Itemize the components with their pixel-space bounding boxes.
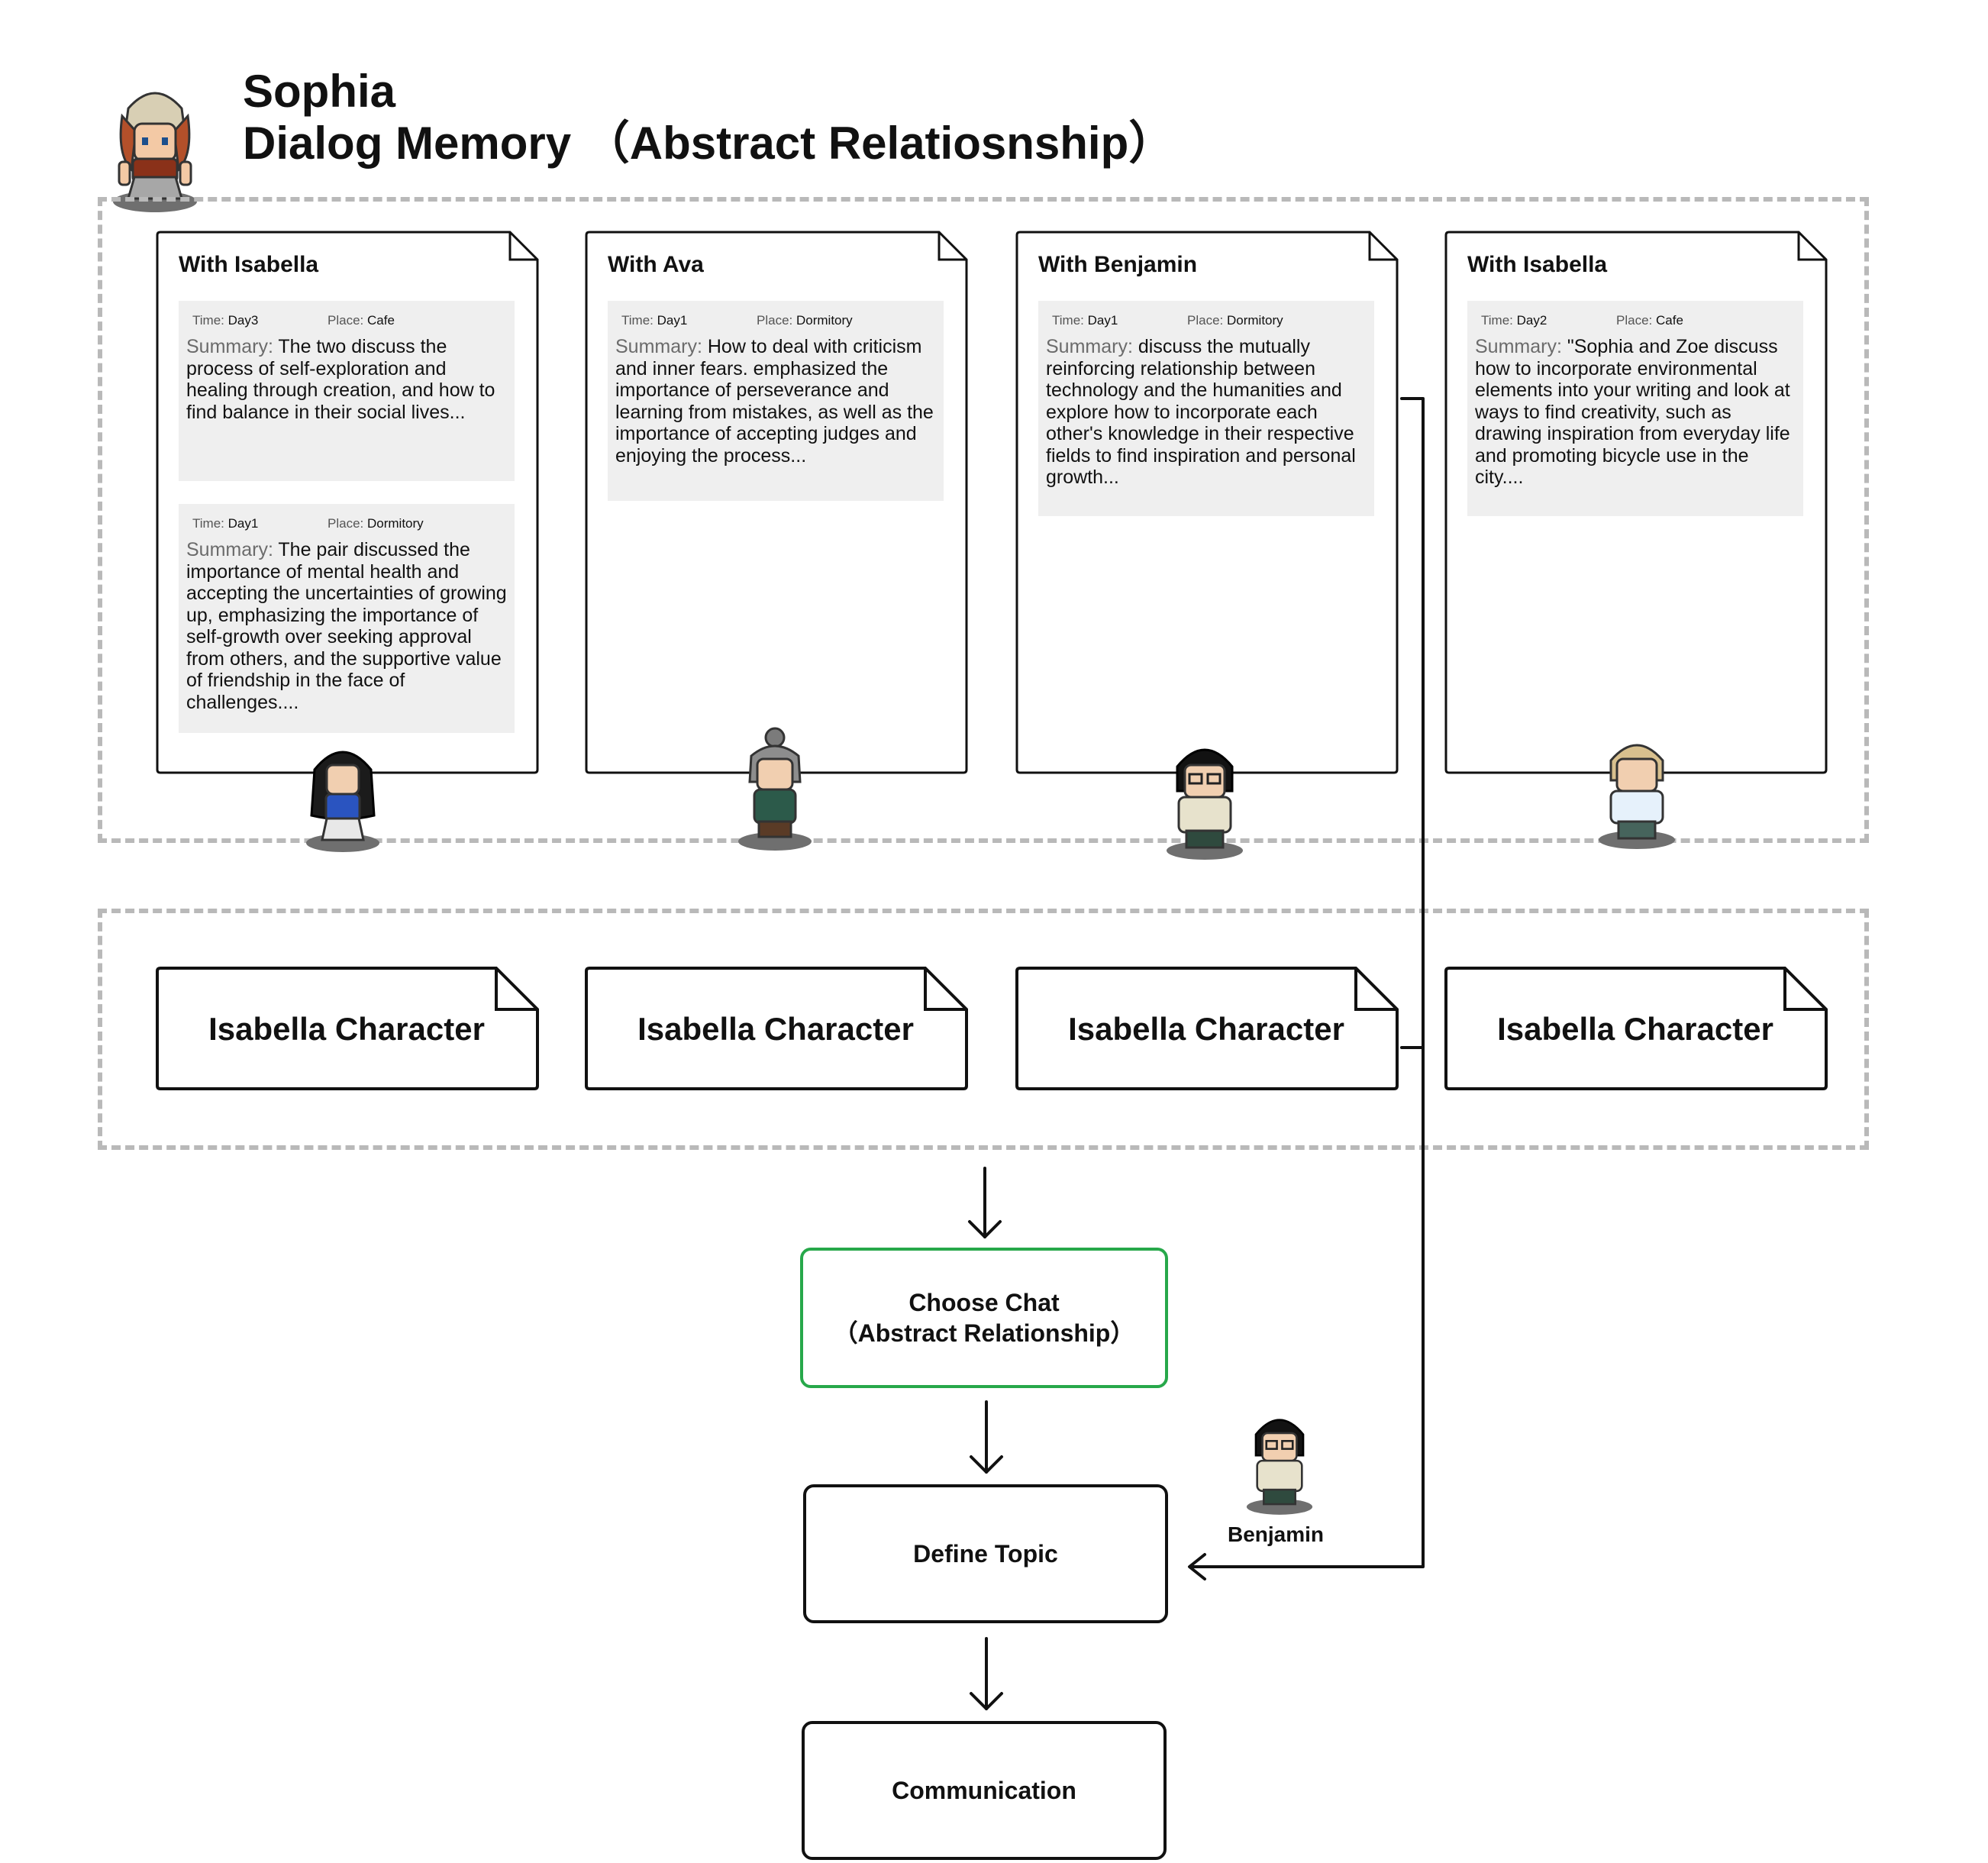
communication-box: Communication — [802, 1721, 1167, 1860]
character-card-label: Isabella Character — [637, 1011, 914, 1047]
summary-label: Summary: — [1046, 336, 1133, 357]
isabella-2-avatar — [1599, 744, 1675, 849]
character-card-label: Isabella Character — [208, 1011, 485, 1047]
character-card: Isabella Character — [156, 967, 539, 1092]
summary-text: The pair discussed the importance of men… — [186, 539, 507, 713]
place-label: Place: — [1187, 313, 1224, 328]
document-frame-icon — [1015, 967, 1399, 1090]
memory-card-isabella-2: With Isabella Time: Day2 Place: Cafe Sum… — [1444, 231, 1828, 774]
summary-label: Summary: — [186, 539, 273, 560]
time-value: Day3 — [228, 313, 259, 328]
place-value: Dormitory — [1226, 313, 1283, 328]
define-topic-box: Define Topic — [803, 1484, 1168, 1623]
time-label: Time: — [1052, 313, 1084, 328]
memory-entry: Time: Day1 Place: Dormitory Summary: The… — [179, 504, 515, 733]
memory-card-title: With Ava — [608, 252, 704, 277]
define-topic-label: Define Topic — [913, 1540, 1058, 1568]
memory-card-title: With Benjamin — [1038, 252, 1198, 277]
summary-text: The two discuss the process of self-expl… — [186, 336, 495, 423]
document-frame-icon — [585, 967, 968, 1090]
choose-chat-label: Choose Chat — [908, 1289, 1060, 1316]
character-name: Sophia — [243, 66, 396, 117]
dialog-memory-group — [98, 197, 1869, 843]
summary-text: "Sophia and Zoe discuss how to incorpora… — [1475, 336, 1790, 488]
place-label: Place: — [1616, 313, 1653, 328]
benjamin-partner-avatar — [1246, 1419, 1313, 1515]
memory-card-title: With Isabella — [179, 252, 319, 277]
memory-card-isabella: With Isabella Time: Day3 Place: Cafe Sum… — [156, 231, 539, 774]
sophia-avatar — [113, 92, 197, 212]
place-value: Cafe — [366, 313, 395, 328]
character-card-label: Isabella Character — [1497, 1011, 1773, 1047]
time-value: Day1 — [1087, 313, 1118, 328]
place-value: Dormitory — [796, 313, 853, 328]
diagram-title: Dialog Memory （Abstract Relatiosnship） — [243, 118, 1175, 169]
communication-label: Communication — [892, 1777, 1076, 1804]
benjamin-avatar — [1167, 748, 1243, 860]
arrowhead-to-define-topic — [1188, 1553, 1206, 1580]
time-label: Time: — [621, 313, 654, 328]
time-value: Day1 — [228, 516, 259, 531]
summary-label: Summary: — [1475, 336, 1562, 357]
summary-text: How to deal with criticism and inner fea… — [615, 336, 934, 467]
memory-card-ava: With Ava Time: Day1 Place: Dormitory Sum… — [585, 231, 968, 774]
time-value: Day2 — [1516, 313, 1547, 328]
isabella-avatar — [306, 751, 379, 852]
memory-entry: Time: Day1 Place: Dormitory Summary: How… — [608, 301, 944, 501]
partner-label: Benjamin — [1228, 1522, 1325, 1546]
document-frame-icon — [156, 967, 539, 1090]
time-label: Time: — [192, 516, 224, 531]
summary-label: Summary: — [186, 336, 273, 357]
choose-chat-box: Choose Chat （Abstract Relationship） — [800, 1248, 1168, 1388]
memory-card-title: With Isabella — [1467, 252, 1608, 277]
memory-entry: Time: Day3 Place: Cafe Summary: The two … — [179, 301, 515, 481]
time-label: Time: — [192, 313, 224, 328]
place-label: Place: — [328, 313, 364, 328]
ava-avatar — [738, 727, 812, 851]
summary-label: Summary: — [615, 336, 702, 357]
place-label: Place: — [757, 313, 793, 328]
character-card: Isabella Character — [1444, 967, 1828, 1092]
choose-chat-sublabel: （Abstract Relationship） — [833, 1319, 1135, 1347]
character-card: Isabella Character — [1015, 967, 1399, 1092]
memory-card-benjamin: With Benjamin Time: Day1 Place: Dormitor… — [1015, 231, 1399, 774]
character-group — [98, 909, 1869, 1150]
character-card: Isabella Character — [585, 967, 968, 1092]
place-label: Place: — [328, 516, 364, 531]
time-label: Time: — [1481, 313, 1513, 328]
memory-entry: Time: Day1 Place: Dormitory Summary: dis… — [1038, 301, 1374, 516]
place-value: Cafe — [1655, 313, 1683, 328]
place-value: Dormitory — [366, 516, 424, 531]
time-value: Day1 — [657, 313, 688, 328]
document-frame-icon — [1444, 967, 1828, 1090]
character-card-label: Isabella Character — [1068, 1011, 1344, 1047]
memory-entry: Time: Day2 Place: Cafe Summary: "Sophia … — [1467, 301, 1803, 516]
summary-text: discuss the mutually reinforcing relatio… — [1046, 336, 1356, 488]
benjamin-connector-line — [1189, 397, 1425, 1568]
